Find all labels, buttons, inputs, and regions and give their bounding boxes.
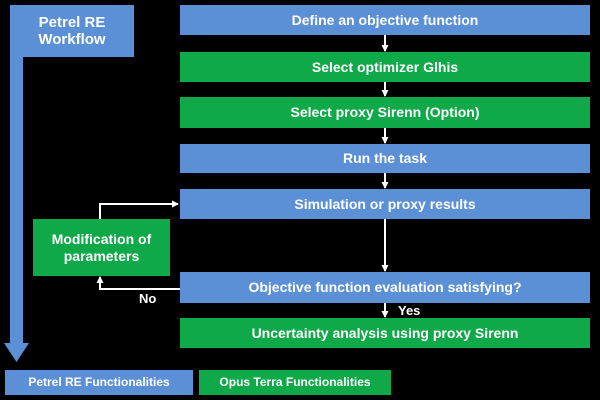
arrow-loop-back bbox=[99, 200, 179, 219]
arrow-no-branch bbox=[96, 276, 180, 290]
step-uncertainty-analysis: Uncertainty analysis using proxy Sirenn bbox=[180, 318, 590, 348]
step-select-proxy: Select proxy Sirenn (Option) bbox=[180, 97, 590, 128]
step-label: Define an objective function bbox=[291, 11, 479, 28]
step-label: Run the task bbox=[342, 150, 427, 167]
legend-opus: Opus Terra Functionalities bbox=[199, 370, 391, 395]
step-simulation-results: Simulation or proxy results bbox=[180, 189, 590, 219]
workflow-arrow-head bbox=[4, 343, 29, 362]
step-label: Select proxy Sirenn (Option) bbox=[290, 104, 480, 121]
step-label: Objective function evaluation satisfying… bbox=[248, 279, 522, 296]
step-define-objective: Define an objective function bbox=[180, 5, 590, 35]
branch-no-label: No bbox=[139, 291, 157, 306]
step-run-task: Run the task bbox=[180, 144, 590, 173]
step-label: Select optimizer Glhis bbox=[311, 58, 459, 75]
modification-label: Modification of parameters bbox=[51, 231, 152, 264]
workflow-title: Petrel RE Workflow bbox=[10, 5, 134, 57]
branch-yes-label: Yes bbox=[398, 303, 421, 318]
workflow-title-text: Petrel RE Workflow bbox=[38, 13, 106, 48]
legend-opus-label: Opus Terra Functionalities bbox=[219, 374, 371, 389]
step-label: Uncertainty analysis using proxy Sirenn bbox=[251, 324, 519, 341]
step-select-optimizer: Select optimizer Glhis bbox=[180, 52, 590, 82]
workflow-arrow-shaft bbox=[10, 57, 23, 343]
legend-petrel-label: Petrel RE Functionalities bbox=[28, 374, 170, 389]
modification-of-parameters-box: Modification of parameters bbox=[33, 219, 170, 276]
legend-petrel: Petrel RE Functionalities bbox=[5, 370, 193, 395]
step-objective-evaluation: Objective function evaluation satisfying… bbox=[180, 272, 590, 303]
step-label: Simulation or proxy results bbox=[294, 195, 476, 212]
